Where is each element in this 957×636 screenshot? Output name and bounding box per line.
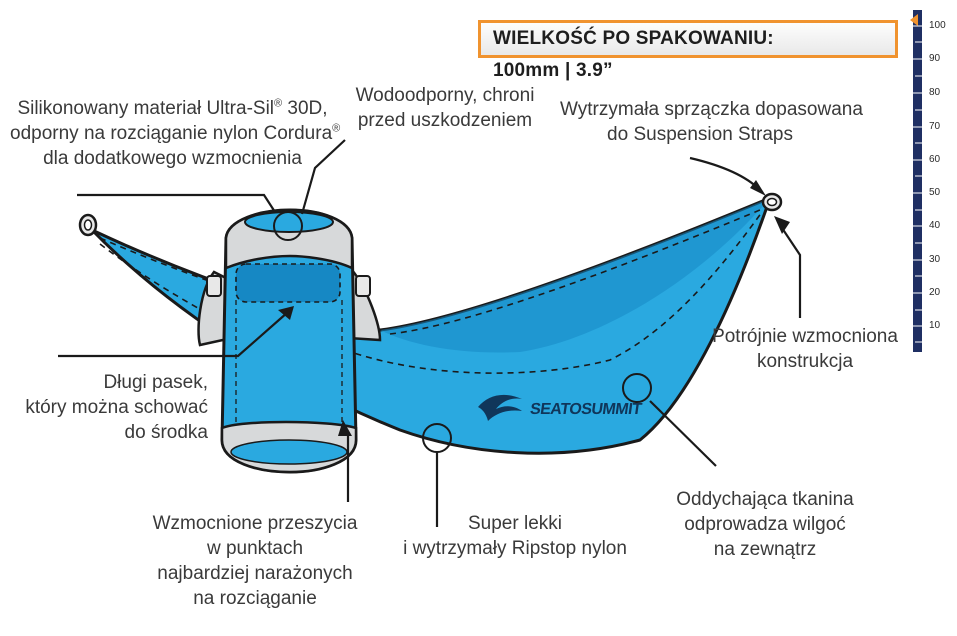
leader-fabric	[77, 193, 276, 213]
leader-waterproof	[300, 139, 346, 215]
callout-text: dla dodatkowego wzmocnienia	[43, 148, 302, 169]
ruler-tick: 10	[929, 320, 941, 331]
arrow-heads	[278, 180, 790, 436]
stuff-sack	[197, 208, 382, 474]
callout-text: najbardziej narażonych	[157, 563, 353, 584]
ruler-pointer	[910, 14, 918, 26]
callout-text: Wytrzymała sprzączka dopasowana	[560, 99, 863, 120]
callout-reinforced-seams: Wzmocnione przeszycia w punktach najbard…	[150, 511, 360, 611]
leader-long-strap	[58, 311, 289, 358]
ruler-tick: 30	[929, 254, 941, 265]
callout-text: który można schować	[25, 397, 208, 418]
leader-breathable	[649, 400, 717, 467]
callout-text: do środka	[124, 422, 208, 443]
hammock-stitching-right	[389, 209, 761, 335]
callout-buckle: Wytrzymała sprzączka dopasowana do Suspe…	[560, 97, 863, 147]
callout-text: i wytrzymały Ripstop nylon	[403, 538, 627, 559]
callout-text: w punktach	[206, 538, 304, 559]
registered-mark: ®	[274, 97, 283, 110]
size-ruler	[910, 10, 922, 352]
ruler-tick: 100	[929, 20, 946, 31]
callout-text: Oddychająca tkanina	[676, 489, 854, 510]
callout-text: 30D,	[282, 98, 328, 119]
callout-text: do Suspension Straps	[607, 124, 793, 145]
callout-text: Wodoodporny, chroni	[355, 85, 535, 106]
hammock-stitching-bottom	[344, 211, 763, 374]
callout-leader-lines	[58, 139, 802, 527]
left-end-ring	[78, 213, 98, 237]
brand-logo-text: SEATOSUMMIT	[528, 401, 643, 418]
registered-mark: ®	[332, 122, 341, 135]
callout-breathable: Oddychająca tkanina odprowadza wilgoć na…	[650, 487, 880, 562]
marker-breathable	[622, 373, 652, 403]
leader-buckle	[689, 156, 761, 191]
leader-triple	[777, 221, 802, 318]
callout-text: Silikonowany materiał Ultra-Sil	[17, 98, 275, 119]
callout-text: odprowadza wilgoć	[684, 514, 846, 535]
ruler-tick: 40	[929, 220, 941, 231]
marker-waterproof	[273, 211, 303, 241]
ruler-tick: 50	[929, 187, 941, 198]
brand-wave-icon	[478, 394, 522, 421]
callout-text: odporny na rozciąganie nylon Cordura	[10, 123, 333, 144]
ruler-tick: 20	[929, 287, 941, 298]
callout-long-strap: Długi pasek, który można schować do środ…	[10, 370, 208, 445]
ruler-tick: 90	[929, 53, 941, 64]
packed-size-label: WIELKOŚĆ PO SPAKOWANIU:	[493, 28, 774, 49]
callout-text: Wzmocnione przeszycia	[152, 513, 358, 534]
ruler-tick: 80	[929, 87, 941, 98]
packed-size-badge: WIELKOŚĆ PO SPAKOWANIU: 100mm | 3.9”	[478, 20, 898, 81]
callout-triple-reinforced: Potrójnie wzmocniona konstrukcja	[705, 324, 905, 374]
right-buckle-ring	[761, 192, 783, 212]
callout-text: na rozciąganie	[193, 588, 317, 609]
callout-text: na zewnątrz	[713, 539, 817, 560]
callout-waterproof: Wodoodporny, chroni przed uszkodzeniem	[345, 83, 545, 133]
ruler-tick: 60	[929, 154, 941, 165]
callout-text: Super lekki	[468, 513, 562, 534]
callout-text: przed uszkodzeniem	[357, 110, 533, 131]
callout-text: Długi pasek,	[103, 372, 208, 393]
ruler-tick: 70	[929, 121, 941, 132]
packed-size-value: 100mm | 3.9”	[493, 60, 613, 81]
callout-ripstop: Super lekki i wytrzymały Ripstop nylon	[395, 511, 635, 561]
callout-text: konstrukcja	[756, 351, 854, 372]
callout-fabric-material: Silikonowany materiał Ultra-Sil® 30D, od…	[10, 96, 340, 171]
callout-text: Potrójnie wzmocniona	[712, 326, 898, 347]
